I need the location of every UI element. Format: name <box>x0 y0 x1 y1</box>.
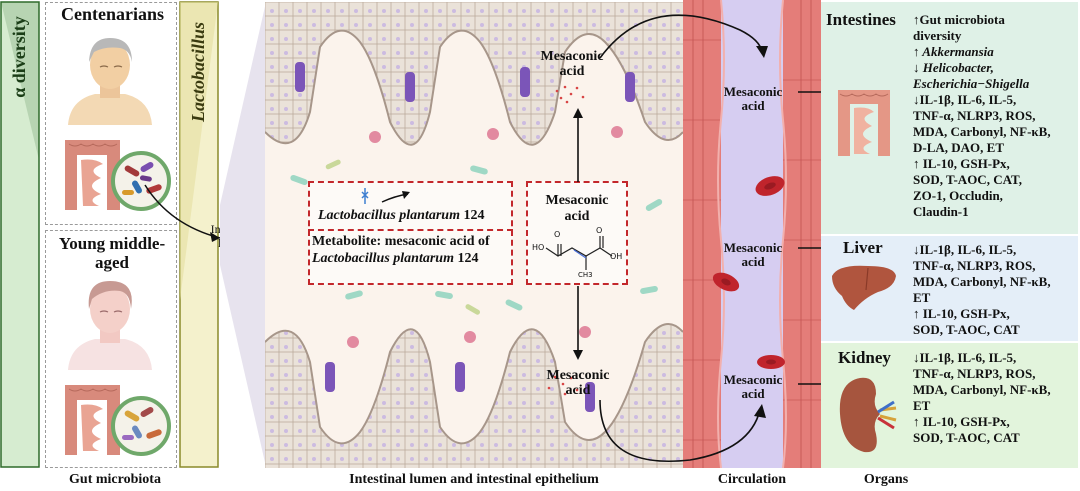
chem-o-right: O <box>596 226 603 235</box>
intestines-effects: ↑Gut microbiota diversity ↑ Akkermansia … <box>913 12 1078 220</box>
mesaconic-top-label-2: acid <box>559 64 585 79</box>
young-microbiota-magnifier <box>110 395 172 457</box>
kidney-effects: ↓IL-1β, IL-6, IL-5, TNF-α, NLRP3, ROS, M… <box>913 350 1078 446</box>
intestines-effect: diversity <box>913 28 962 43</box>
epithelium-illustration <box>265 2 683 468</box>
lactobacillus-bar <box>178 0 220 469</box>
lactobacillus-label: Lactobacillus <box>188 22 208 122</box>
liver-effect: TNF-α, NLRP3, ROS, <box>913 258 1036 273</box>
metabolite-label-line1: Metabolite: mesaconic acid of <box>312 234 490 249</box>
intestines-effect: ↑ Akkermansia <box>913 44 994 59</box>
mesaconic-bottom-label-1: Mesaconic <box>546 368 610 383</box>
circulation-connectors <box>590 0 840 468</box>
circulation-mesaconic-1-line2: acid <box>741 98 765 113</box>
centenarian-microbiota-magnifier <box>110 150 172 212</box>
intestines-title: Intestines <box>826 10 896 29</box>
liver-icon <box>828 260 900 316</box>
intestines-effect: ↓IL-1β, IL-6, IL-5, <box>913 92 1017 107</box>
intestines-effect: ZO-1, Occludin, <box>913 188 1003 203</box>
metabolite-label-line2: Lactobacillus plantarum 124 <box>312 251 512 267</box>
lactobacillus-box-divider <box>308 229 513 231</box>
mesaconic-mid-label-1: Mesaconic <box>545 193 609 208</box>
kidney-effect: SOD, T-AOC, CAT <box>913 430 1020 445</box>
kidney-title: Kidney <box>838 348 891 367</box>
circulation-mesaconic-2-line2: acid <box>741 254 765 269</box>
intestines-effect: Claudin-1 <box>913 204 969 219</box>
kidney-effect: MDA, Carbonyl, NF-κB, <box>913 382 1051 397</box>
liver-effect: ET <box>913 290 931 305</box>
kidney-icon <box>836 372 898 458</box>
organs-caption: Organs <box>863 472 909 487</box>
blood-vessel <box>683 0 821 468</box>
mesaconic-down-arrow <box>572 286 584 360</box>
lactobacillus-plantarum-label: Lactobacillus plantarum 124 <box>318 208 518 224</box>
intestines-effect: D-LA, DAO, ET <box>913 140 1005 155</box>
intestines-effect: TNF-α, NLRP3, ROS, <box>913 108 1036 123</box>
chem-ch3: CH3 <box>578 271 593 279</box>
metabolite-strain: 124 <box>457 251 479 266</box>
lumen-funnel <box>220 0 266 469</box>
circulation-mesaconic-3-line2: acid <box>741 386 765 401</box>
lactobacillus-box <box>308 181 513 285</box>
liver-title: Liver <box>843 238 883 257</box>
young-person-portrait <box>60 275 160 370</box>
alpha-diversity-bar <box>0 0 40 469</box>
kidney-effect: ET <box>913 398 931 413</box>
intestines-effect: Escherichia−Shigella <box>913 76 1030 91</box>
gut-microbiota-caption: Gut microbiota <box>69 472 161 487</box>
circulation-mesaconic-1-line1: Mesaconic <box>723 84 783 99</box>
intestines-effect: ↓ Helicobacter, <box>913 60 994 75</box>
mesaconic-top-label-1: Mesaconic <box>540 49 604 64</box>
centenarians-label: Centenarians <box>61 4 164 24</box>
mesaconic-up-arrow <box>572 108 584 182</box>
circulation-mesaconic-2-line1: Mesaconic <box>723 240 783 255</box>
young-intestines-icon <box>55 375 130 465</box>
liver-effect: MDA, Carbonyl, NF-κB, <box>913 274 1051 289</box>
circulation-mesaconic-3-line1: Mesaconic <box>723 372 783 387</box>
lactobacillus-plantarum-species: Lactobacillus plantarum <box>318 208 460 223</box>
kidney-effect: ↑ IL-10, GSH-Px, <box>913 414 1010 429</box>
intestines-effect: SOD, T-AOC, CAT, <box>913 172 1022 187</box>
lactobacillus-bacterium-icon <box>360 186 420 208</box>
alpha-diversity-label: α diversity <box>9 16 29 98</box>
mesaconic-mid-label-2: acid <box>564 209 590 224</box>
liver-effects: ↓IL-1β, IL-6, IL-5, TNF-α, NLRP3, ROS, M… <box>913 242 1078 338</box>
centenarian-portrait <box>60 30 160 125</box>
mesaconic-chemical-structure <box>532 226 624 280</box>
liver-effect: SOD, T-AOC, CAT <box>913 322 1020 337</box>
lumen-arrow <box>140 180 230 250</box>
young-middle-aged-label-2: aged <box>95 253 129 272</box>
intestines-effect: ↑ IL-10, GSH-Px, <box>913 156 1010 171</box>
chem-oh-right: OH <box>610 252 623 261</box>
young-middle-aged-label-1: Young middle- <box>58 234 166 253</box>
intestines-icon <box>832 82 896 164</box>
intestines-effect: MDA, Carbonyl, NF-κB, <box>913 124 1051 139</box>
intestines-effect: ↑Gut microbiota <box>913 12 1005 27</box>
chem-o-left: O <box>554 230 561 239</box>
young-middle-aged-box <box>45 230 177 468</box>
mesaconic-bottom-label-2: acid <box>565 383 591 398</box>
metabolite-species: Lactobacillus plantarum <box>312 251 454 266</box>
chem-oh-left: HO <box>532 243 545 252</box>
kidney-effect: ↓IL-1β, IL-6, IL-5, <box>913 350 1017 365</box>
mesaconic-structure-box <box>526 181 628 285</box>
center-caption: Intestinal lumen and intestinal epitheli… <box>349 472 599 487</box>
centenarian-intestines-icon <box>55 130 130 220</box>
centenarians-box <box>45 2 177 225</box>
kidney-effect: TNF-α, NLRP3, ROS, <box>913 366 1036 381</box>
lactobacillus-plantarum-strain: 124 <box>463 208 485 223</box>
liver-effect: ↑ IL-10, GSH-Px, <box>913 306 1010 321</box>
liver-effect: ↓IL-1β, IL-6, IL-5, <box>913 242 1017 257</box>
circulation-caption: Circulation <box>717 472 787 487</box>
